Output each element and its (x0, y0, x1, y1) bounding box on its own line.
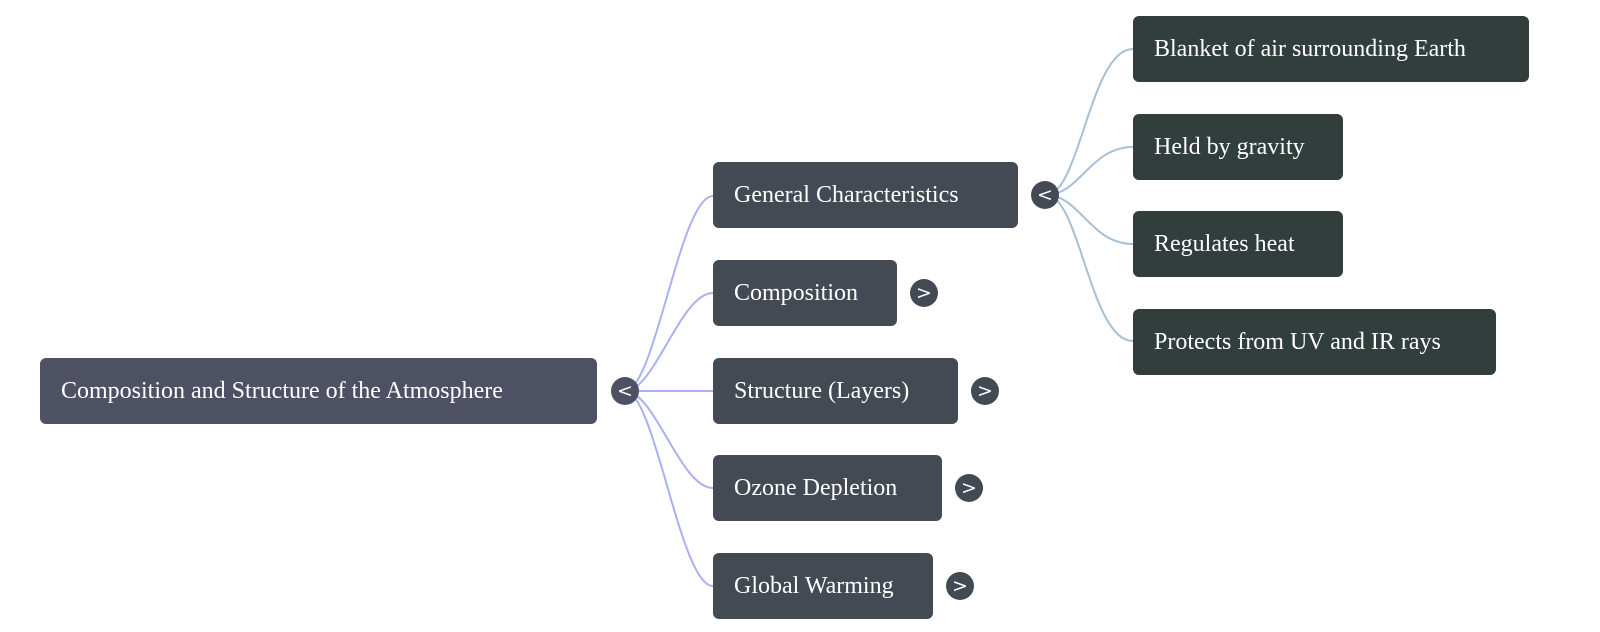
topic-structure-layers[interactable]: Structure (Layers) (713, 358, 958, 424)
topic-global-warming[interactable]: Global Warming (713, 553, 933, 619)
link-root-ozone-depletion (624, 390, 714, 489)
ozone-depletion-expand-toggle[interactable]: > (955, 474, 983, 502)
link-root-general-characteristics (624, 195, 714, 392)
topic-general-characteristics[interactable]: General Characteristics (713, 162, 1018, 228)
detail-regulates-heat[interactable]: Regulates heat (1133, 211, 1343, 277)
general-characteristics-collapse-toggle[interactable]: < (1031, 181, 1059, 209)
detail-held-by-gravity[interactable]: Held by gravity (1133, 114, 1343, 180)
composition-expand-toggle[interactable]: > (910, 279, 938, 307)
structure-layers-expand-toggle[interactable]: > (971, 377, 999, 405)
root-collapse-toggle[interactable]: < (611, 377, 639, 405)
link-root-composition (624, 292, 714, 392)
link-general-uv (1045, 194, 1134, 342)
link-general-blanket (1045, 48, 1134, 196)
topic-composition[interactable]: Composition (713, 260, 897, 326)
link-root-global-warming (624, 390, 714, 587)
detail-blanket-of-air[interactable]: Blanket of air surrounding Earth (1133, 16, 1529, 82)
topic-ozone-depletion[interactable]: Ozone Depletion (713, 455, 942, 521)
detail-protects-uv-ir[interactable]: Protects from UV and IR rays (1133, 309, 1496, 375)
root-node[interactable]: Composition and Structure of the Atmosph… (40, 358, 597, 424)
global-warming-expand-toggle[interactable]: > (946, 572, 974, 600)
